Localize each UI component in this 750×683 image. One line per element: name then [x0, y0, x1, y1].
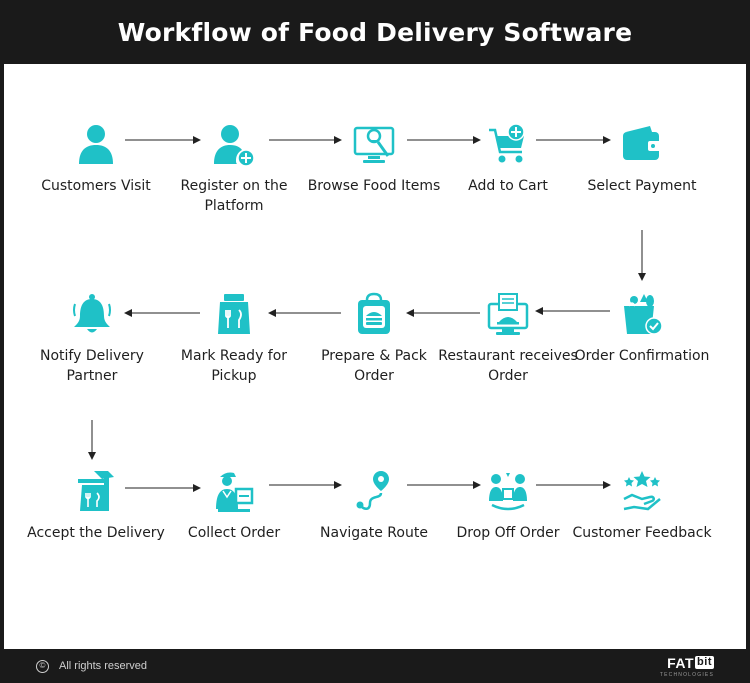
- monitor-search-icon: [353, 126, 395, 163]
- brand-logo[interactable]: FAT bit TECHNOLOGIES: [660, 655, 714, 678]
- brand-bit-text: bit: [695, 656, 714, 669]
- step-notify-partner: Notify Delivery Partner: [22, 292, 162, 386]
- step-navigate-route: Navigate Route: [304, 469, 444, 543]
- step-label: Navigate Route: [320, 525, 428, 541]
- copyright: © All rights reserved: [36, 659, 148, 673]
- rights-text: All rights reserved: [59, 660, 148, 672]
- food-package-icon: [358, 292, 390, 334]
- workflow-canvas: Customers Visit Register on the Platform…: [4, 64, 746, 649]
- brand-sub-text: TECHNOLOGIES: [659, 671, 714, 678]
- step-label: Prepare & Pack Order: [321, 348, 427, 384]
- step-label: Drop Off Order: [456, 525, 560, 541]
- footer-bar: © All rights reserved FAT bit TECHNOLOGI…: [0, 649, 750, 683]
- diagram-title: Workflow of Food Delivery Software: [117, 17, 633, 47]
- step-label: Browse Food Items: [307, 178, 441, 194]
- step-label: Collect Order: [187, 525, 281, 541]
- step-restaurant-receives: Restaurant receives Order: [438, 292, 578, 386]
- step-label: Customer Feedback: [572, 525, 712, 541]
- step-accept-delivery: Accept the Delivery: [26, 469, 166, 543]
- step-feedback: Customer Feedback: [572, 469, 712, 543]
- header-bar: Workflow of Food Delivery Software: [0, 0, 750, 64]
- step-mark-ready: Mark Ready for Pickup: [164, 292, 304, 386]
- stars-hand-icon: [623, 471, 661, 511]
- wallet-icon: [623, 126, 661, 160]
- hand-bag-icon: [78, 471, 114, 511]
- takeaway-bag-icon: [218, 294, 250, 334]
- flow-arrows: [88, 136, 646, 492]
- copyright-icon: ©: [36, 659, 49, 673]
- step-add-to-cart: Add to Cart: [438, 122, 578, 196]
- step-drop-off: Drop Off Order: [438, 469, 578, 543]
- step-label: Accept the Delivery: [27, 525, 165, 541]
- step-label: Notify Delivery Partner: [40, 348, 144, 384]
- step-label: Customers Visit: [41, 178, 151, 194]
- monitor-order-icon: [487, 293, 529, 335]
- step-label: Select Payment: [587, 178, 697, 194]
- handover-icon: [489, 473, 527, 511]
- step-select-payment: Select Payment: [572, 122, 712, 196]
- user-add-icon: [214, 125, 255, 166]
- step-prepare-pack: Prepare & Pack Order: [304, 292, 444, 386]
- step-label: Register on the Platform: [180, 178, 288, 214]
- step-label: Order Confirmation: [574, 348, 710, 364]
- user-icon: [79, 125, 113, 164]
- delivery-person-icon: [216, 472, 254, 512]
- step-collect-order: Collect Order: [164, 469, 304, 543]
- brand-main-text: FAT: [667, 654, 695, 671]
- bell-icon: [73, 294, 111, 333]
- step-order-confirmation: Order Confirmation: [572, 292, 712, 366]
- route-pin-icon: [356, 471, 389, 510]
- grocery-bag-check-icon: [624, 294, 663, 335]
- step-register: Register on the Platform: [164, 122, 304, 216]
- step-browse-food: Browse Food Items: [304, 122, 444, 196]
- step-customers-visit: Customers Visit: [26, 122, 166, 196]
- step-label: Add to Cart: [468, 178, 548, 194]
- cart-add-icon: [489, 123, 525, 163]
- step-label: Mark Ready for Pickup: [180, 348, 288, 384]
- step-label: Restaurant receives Order: [438, 348, 578, 384]
